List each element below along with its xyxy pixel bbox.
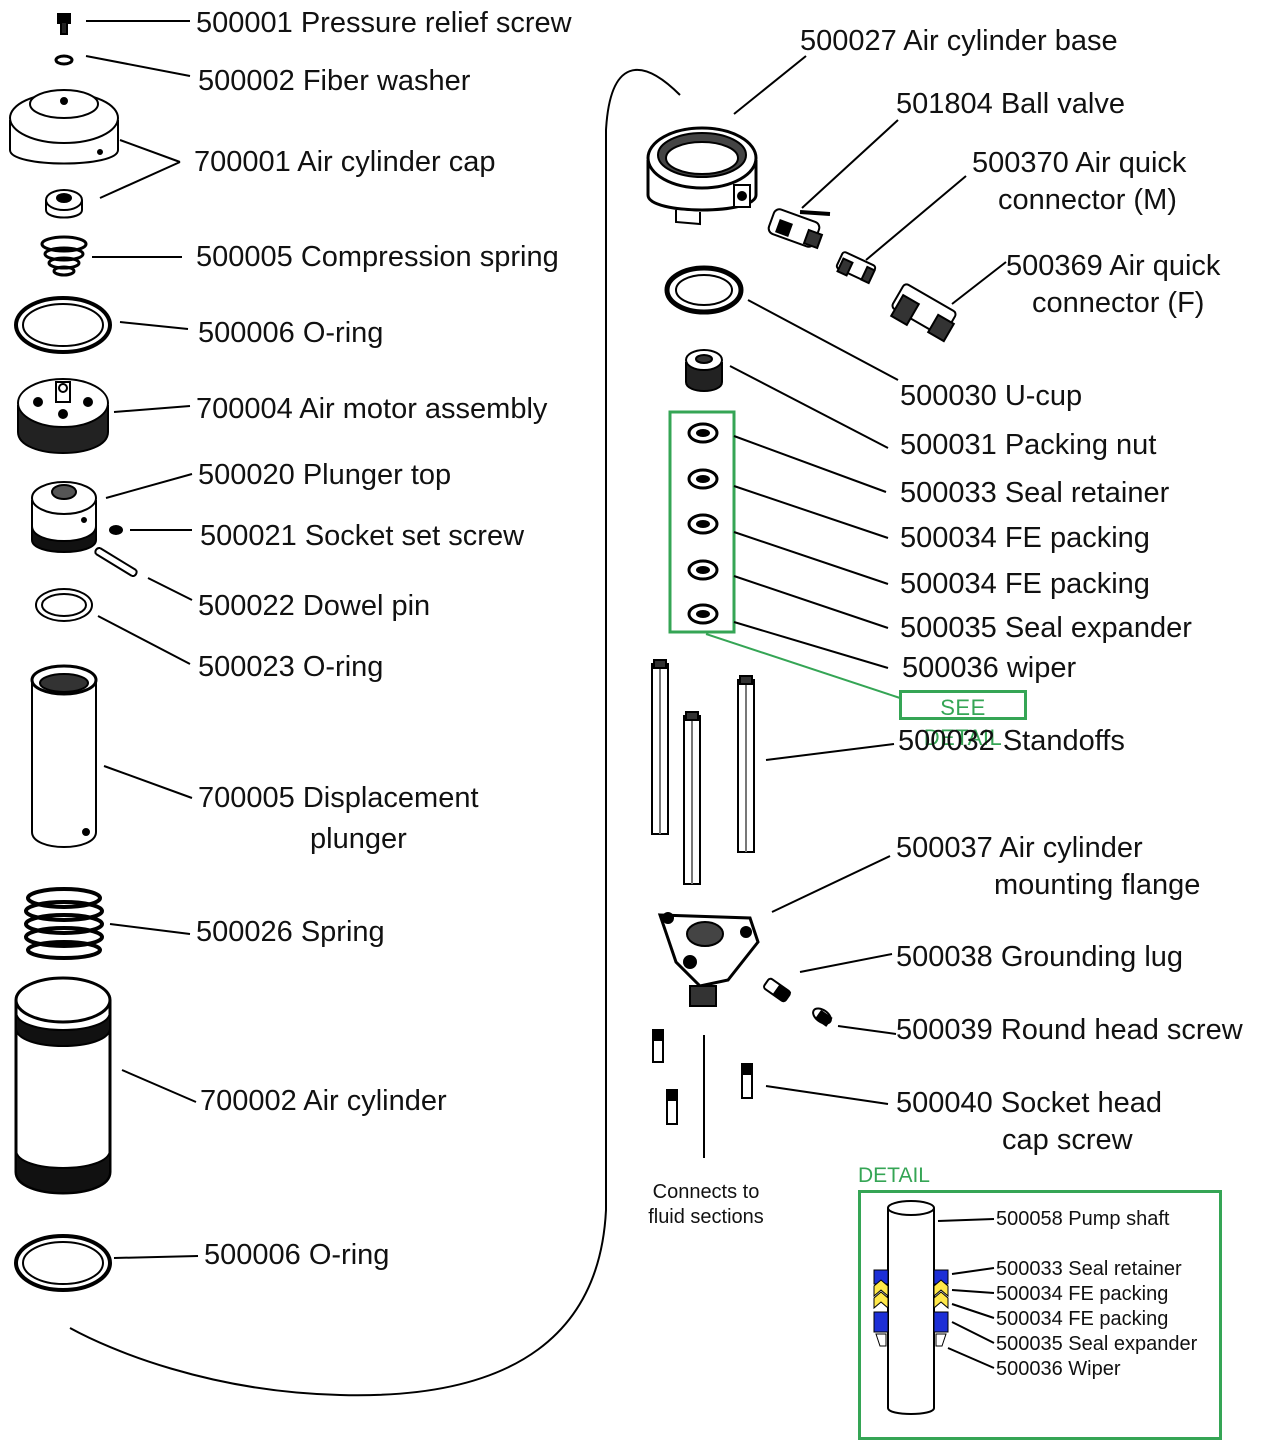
label-air-quick-connector-m-line2: connector (M) bbox=[998, 184, 1177, 216]
label-fe-packing-2: 500034 FE packing bbox=[900, 568, 1150, 600]
mounting-flange-part bbox=[657, 912, 760, 1007]
air-quick-connector-male-part bbox=[835, 251, 877, 285]
grounding-lug-part bbox=[763, 977, 792, 1003]
label-air-cylinder: 700002 Air cylinder bbox=[200, 1085, 447, 1117]
label-displacement-plunger: 700005 Displacement plunger bbox=[198, 781, 479, 856]
seal-group-highlight bbox=[668, 410, 736, 634]
o-ring-part bbox=[14, 296, 112, 354]
label-air-motor-assembly: 700004 Air motor assembly bbox=[196, 393, 548, 425]
displacement-plunger-part bbox=[30, 664, 98, 848]
label-dowel-pin: 500022 Dowel pin bbox=[198, 590, 431, 622]
u-cup-part bbox=[664, 265, 744, 315]
label-air-quick-connector-m: 500370 Air quick connector (M) bbox=[972, 146, 1186, 217]
label-displacement-plunger-line1: 700005 Displacement bbox=[198, 782, 479, 814]
detail-label-wiper: 500036 Wiper bbox=[996, 1358, 1121, 1380]
assembly-flow-curve bbox=[69, 68, 681, 1397]
socket-head-screws-part bbox=[652, 1029, 753, 1125]
label-socket-head-cap-screw-line1: 500040 Socket head bbox=[896, 1087, 1163, 1119]
label-o-ring-small: 500023 O-ring bbox=[198, 651, 384, 683]
connects-to-fluid-sections-note: Connects to fluid sections bbox=[636, 1180, 776, 1230]
see-detail-callout: SEE DETAIL bbox=[899, 690, 1027, 750]
detail-shaft-drawing bbox=[873, 1200, 995, 1415]
label-displacement-plunger-line2: plunger bbox=[310, 823, 407, 855]
air-cylinder-part bbox=[14, 976, 112, 1195]
detail-label-pump-shaft: 500058 Pump shaft bbox=[996, 1208, 1170, 1230]
ball-valve-part bbox=[767, 208, 831, 250]
label-air-quick-connector-f: 500369 Air quick connector (F) bbox=[1006, 249, 1220, 320]
detail-label-seal-expander: 500035 Seal expander bbox=[996, 1333, 1198, 1355]
label-fe-packing-1: 500034 FE packing bbox=[900, 522, 1150, 554]
o-ring-bottom-part bbox=[14, 1234, 112, 1292]
see-detail-pointer bbox=[705, 633, 901, 699]
label-standoffs: 500032 Standoffs bbox=[898, 725, 1125, 757]
label-air-quick-connector-f-line2: connector (F) bbox=[1032, 287, 1205, 319]
label-o-ring-bottom: 500006 O-ring bbox=[204, 1239, 390, 1271]
label-air-cylinder-cap: 700001 Air cylinder cap bbox=[194, 146, 496, 178]
detail-label-fe-packing-2: 500034 FE packing bbox=[996, 1308, 1169, 1330]
compression-spring-part bbox=[40, 235, 88, 277]
label-o-ring-top: 500006 O-ring bbox=[198, 317, 384, 349]
standoffs-part bbox=[651, 659, 755, 885]
dowel-pin-part bbox=[94, 546, 138, 578]
label-seal-expander: 500035 Seal expander bbox=[900, 612, 1192, 644]
label-plunger-top: 500020 Plunger top bbox=[198, 459, 452, 491]
label-mounting-flange-line2: mounting flange bbox=[994, 869, 1201, 901]
pressure-relief-screw-part bbox=[57, 13, 71, 35]
air-quick-connector-female-part bbox=[889, 283, 957, 343]
label-fiber-washer: 500002 Fiber washer bbox=[198, 65, 471, 97]
label-air-quick-connector-m-line1: 500370 Air quick bbox=[972, 147, 1187, 179]
right-leader-lines bbox=[729, 55, 1007, 1105]
label-ball-valve: 501804 Ball valve bbox=[896, 88, 1125, 120]
label-compression-spring: 500005 Compression spring bbox=[196, 241, 559, 273]
label-u-cup: 500030 U-cup bbox=[900, 380, 1083, 412]
label-spring: 500026 Spring bbox=[196, 916, 385, 948]
detail-label-fe-packing-1: 500034 FE packing bbox=[996, 1283, 1169, 1305]
detail-title: DETAIL bbox=[858, 1164, 930, 1187]
label-mounting-flange: 500037 Air cylinder mounting flange bbox=[896, 831, 1200, 902]
spring-part bbox=[24, 887, 104, 960]
label-air-quick-connector-f-line1: 500369 Air quick bbox=[1006, 250, 1221, 282]
label-mounting-flange-line1: 500037 Air cylinder bbox=[896, 832, 1143, 864]
plunger-top-part bbox=[31, 481, 97, 553]
o-ring-small-part bbox=[35, 588, 93, 622]
left-leader-lines bbox=[85, 20, 199, 1259]
packing-nut-part bbox=[685, 349, 723, 392]
round-head-screw-part bbox=[812, 1007, 833, 1027]
label-socket-set-screw: 500021 Socket set screw bbox=[200, 520, 525, 552]
socket-set-screw-part bbox=[109, 525, 123, 535]
label-air-cylinder-base: 500027 Air cylinder base bbox=[800, 25, 1118, 57]
label-round-head-screw: 500039 Round head screw bbox=[896, 1014, 1243, 1046]
seal-stack-part bbox=[687, 422, 719, 625]
fiber-washer-part bbox=[54, 54, 74, 66]
air-cylinder-base-part bbox=[646, 126, 758, 226]
label-socket-head-cap-screw: 500040 Socket head cap screw bbox=[896, 1086, 1162, 1157]
label-wiper: 500036 wiper bbox=[902, 652, 1077, 684]
detail-label-seal-retainer: 500033 Seal retainer bbox=[996, 1258, 1182, 1280]
air-cylinder-cap-part bbox=[9, 89, 119, 219]
label-pressure-relief-screw: 500001 Pressure relief screw bbox=[196, 7, 572, 39]
connects-note-line1: Connects to bbox=[652, 1181, 760, 1203]
connects-note-line2: fluid sections bbox=[648, 1206, 764, 1228]
label-grounding-lug: 500038 Grounding lug bbox=[896, 941, 1184, 973]
air-motor-assembly-part bbox=[17, 378, 109, 454]
label-seal-retainer: 500033 Seal retainer bbox=[900, 477, 1170, 509]
label-packing-nut: 500031 Packing nut bbox=[900, 429, 1157, 461]
label-socket-head-cap-screw-line2: cap screw bbox=[1002, 1124, 1133, 1156]
